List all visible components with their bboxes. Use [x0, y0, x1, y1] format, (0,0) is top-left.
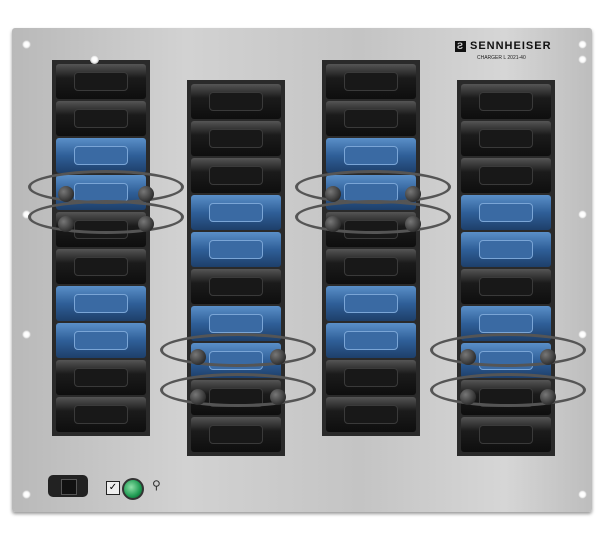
- mounting-hole: [22, 210, 31, 219]
- earbud: [190, 389, 206, 405]
- receiver-slot-occupied[interactable]: [461, 195, 551, 230]
- mounting-hole: [22, 40, 31, 49]
- receiver-slot-empty[interactable]: [461, 121, 551, 156]
- receiver-slot-occupied[interactable]: [326, 286, 416, 321]
- earphones: [295, 170, 451, 204]
- receiver-slot-empty[interactable]: [56, 360, 146, 395]
- earbud: [190, 349, 206, 365]
- brand-name: SENNHEISER: [470, 40, 552, 52]
- earbud: [138, 216, 154, 232]
- checkmark-icon: ✓: [106, 481, 120, 495]
- receiver-slot-empty[interactable]: [191, 84, 281, 119]
- charging-column: [52, 60, 150, 436]
- receiver-slot-occupied[interactable]: [56, 323, 146, 358]
- earphones: [160, 333, 316, 367]
- earphones: [430, 373, 586, 407]
- mounting-hole: [90, 55, 99, 64]
- usb-icon: ⚲: [152, 478, 161, 492]
- earphones: [28, 200, 184, 234]
- earphones: [295, 200, 451, 234]
- receiver-slot-empty[interactable]: [326, 101, 416, 136]
- receiver-slot-empty[interactable]: [56, 101, 146, 136]
- earbud: [540, 349, 556, 365]
- receiver-slot-empty[interactable]: [326, 64, 416, 99]
- earbud: [325, 216, 341, 232]
- receiver-slot-empty[interactable]: [326, 397, 416, 432]
- earbud: [138, 186, 154, 202]
- mounting-hole: [578, 40, 587, 49]
- model-label: CHARGER L 2021-40: [477, 55, 526, 61]
- receiver-slot-empty[interactable]: [191, 417, 281, 452]
- receiver-slot-empty[interactable]: [326, 249, 416, 284]
- receiver-slot-empty[interactable]: [191, 158, 281, 193]
- earbud: [325, 186, 341, 202]
- earbud: [270, 389, 286, 405]
- earphones: [160, 373, 316, 407]
- receiver-slot-occupied[interactable]: [461, 232, 551, 267]
- earphones: [28, 170, 184, 204]
- earbud: [58, 216, 74, 232]
- mounting-hole: [22, 490, 31, 499]
- receiver-slot-empty[interactable]: [191, 269, 281, 304]
- earbud: [58, 186, 74, 202]
- receiver-slot-empty[interactable]: [191, 121, 281, 156]
- mounting-hole: [22, 330, 31, 339]
- mounting-hole: [578, 330, 587, 339]
- sennheiser-logo-icon: Ƨ: [455, 41, 466, 52]
- receiver-slot-empty[interactable]: [461, 417, 551, 452]
- receiver-slot-empty[interactable]: [461, 84, 551, 119]
- receiver-slot-empty[interactable]: [56, 64, 146, 99]
- receiver-slot-occupied[interactable]: [191, 232, 281, 267]
- status-led-button[interactable]: [122, 478, 144, 500]
- receiver-slot-empty[interactable]: [461, 269, 551, 304]
- mounting-hole: [578, 210, 587, 219]
- earbud: [405, 186, 421, 202]
- charging-column: [322, 60, 420, 436]
- receiver-slot-occupied[interactable]: [326, 323, 416, 358]
- receiver-slot-occupied[interactable]: [191, 195, 281, 230]
- receiver-slot-empty[interactable]: [56, 397, 146, 432]
- earbud: [270, 349, 286, 365]
- brand-logo: Ƨ SENNHEISER: [455, 40, 552, 52]
- receiver-slot-empty[interactable]: [56, 249, 146, 284]
- receiver-slot-occupied[interactable]: [56, 286, 146, 321]
- earbud: [460, 349, 476, 365]
- receiver-slot-occupied[interactable]: [326, 138, 416, 173]
- receiver-slot-occupied[interactable]: [56, 138, 146, 173]
- earbud: [460, 389, 476, 405]
- earphones: [430, 333, 586, 367]
- mounting-hole: [578, 55, 587, 64]
- power-switch[interactable]: [48, 475, 88, 497]
- earbud: [540, 389, 556, 405]
- receiver-slot-empty[interactable]: [326, 360, 416, 395]
- earbud: [405, 216, 421, 232]
- receiver-slot-empty[interactable]: [461, 158, 551, 193]
- mounting-hole: [578, 490, 587, 499]
